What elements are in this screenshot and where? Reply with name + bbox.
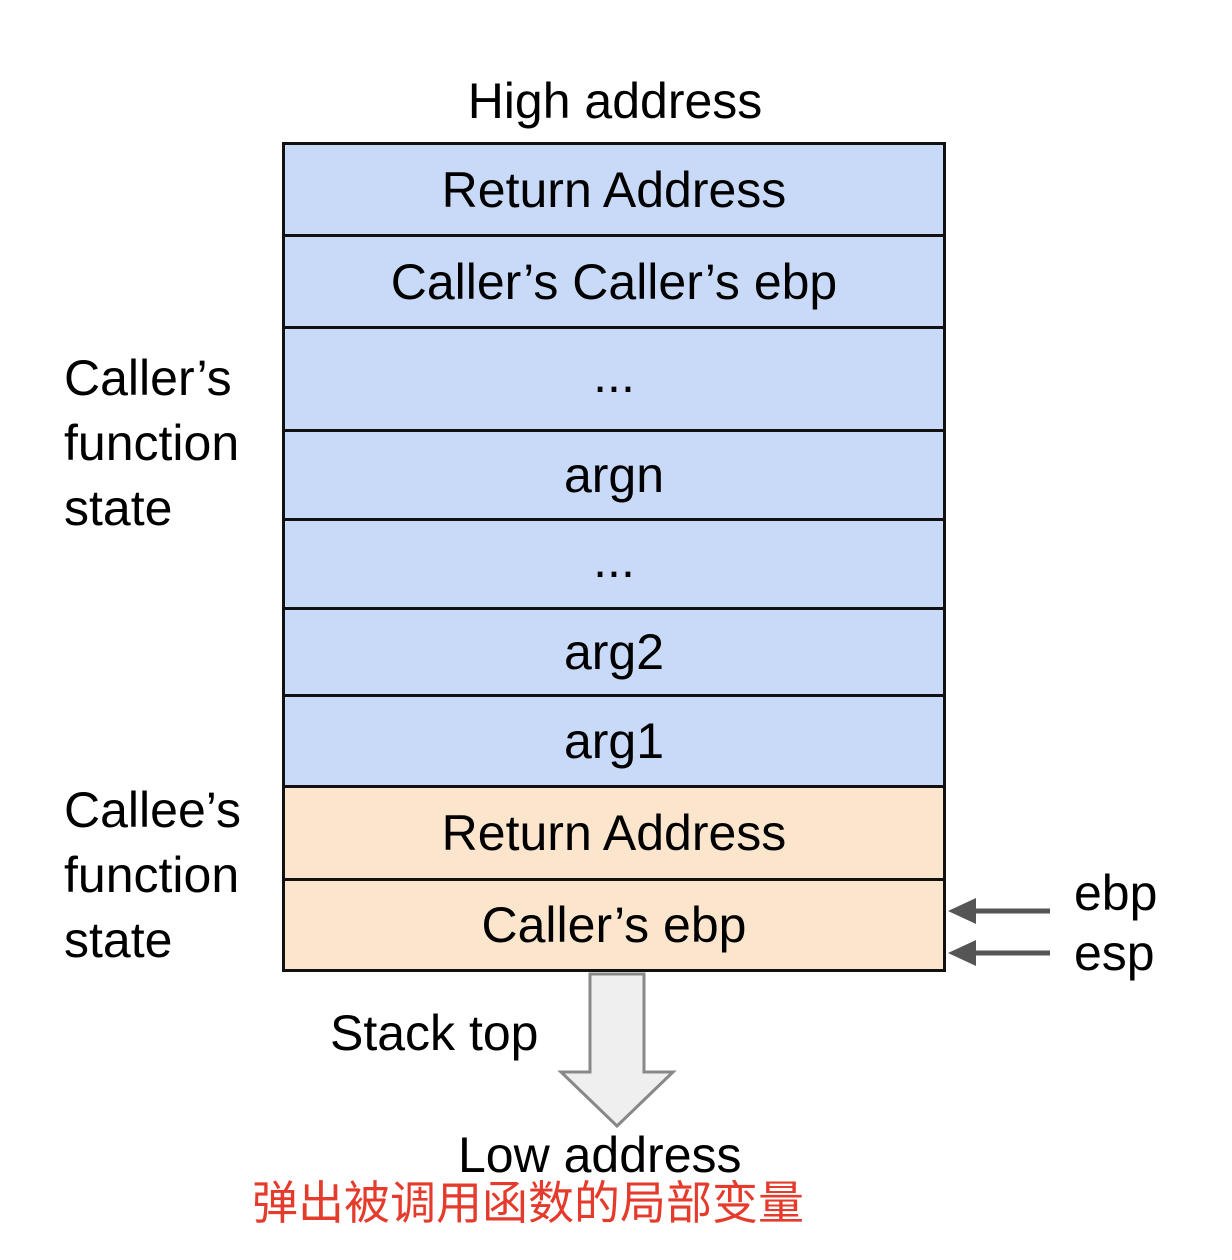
stack-cell-return-address-callee: Return Address: [282, 785, 946, 881]
stack-growth-arrow: [557, 972, 677, 1129]
stack-cell-callers-ebp: Caller’s ebp: [282, 878, 946, 972]
callee-function-state-label: Callee’s function state: [64, 782, 241, 968]
stack-cell-callers-caller-ebp: Caller’s Caller’s ebp: [282, 234, 946, 329]
ebp-register-label: ebp: [1074, 865, 1158, 921]
high-address-label: High address: [467, 73, 763, 129]
stack-cell-arg2: arg2: [282, 607, 946, 697]
stack-frame-diagram: Return Address Caller’s Caller’s ebp ...…: [282, 142, 946, 972]
stack-cell-return-address-caller: Return Address: [282, 142, 946, 237]
low-address-label: Low address: [458, 1127, 742, 1183]
stack-cell-ellipsis-lower: ...: [282, 518, 946, 610]
esp-register-label: esp: [1074, 925, 1155, 981]
stack-cell-ellipsis-upper: ...: [282, 326, 946, 432]
annotation-text: 弹出被调用函数的局部变量: [252, 1176, 804, 1230]
stack-top-label: Stack top: [330, 1005, 539, 1061]
ebp-pointer-arrow: [948, 898, 1050, 924]
esp-pointer-arrow: [948, 940, 1050, 966]
caller-function-state-label: Caller’s function state: [64, 350, 240, 536]
